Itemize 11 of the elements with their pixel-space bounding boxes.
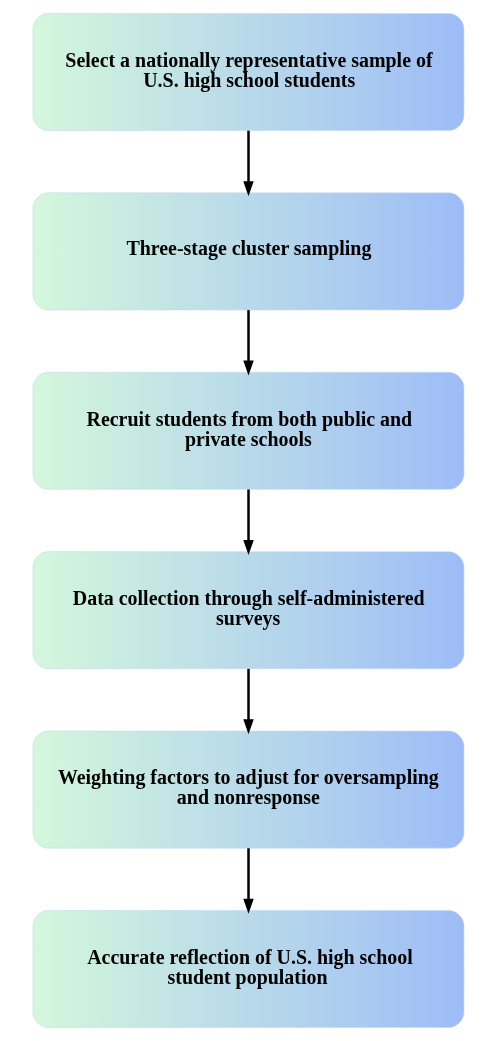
arrow bbox=[243, 848, 254, 914]
node-box: Accurate reflection of U.S. high school student population bbox=[32, 910, 465, 1028]
arrow bbox=[243, 310, 254, 376]
node-box: Weighting factors to adjust for oversampling and nonresponse bbox=[32, 730, 465, 849]
arrow bbox=[243, 130, 254, 197]
arrow bbox=[243, 489, 254, 555]
node-box: Select a nationally representative sample of U.S. high school students bbox=[32, 13, 465, 131]
node-box: Three-stage cluster sampling bbox=[32, 192, 465, 311]
node-box: Data collection through self-administered surveys bbox=[32, 551, 465, 670]
arrow bbox=[243, 668, 254, 735]
node-box: Recruit students from both public and private schools bbox=[32, 371, 465, 490]
